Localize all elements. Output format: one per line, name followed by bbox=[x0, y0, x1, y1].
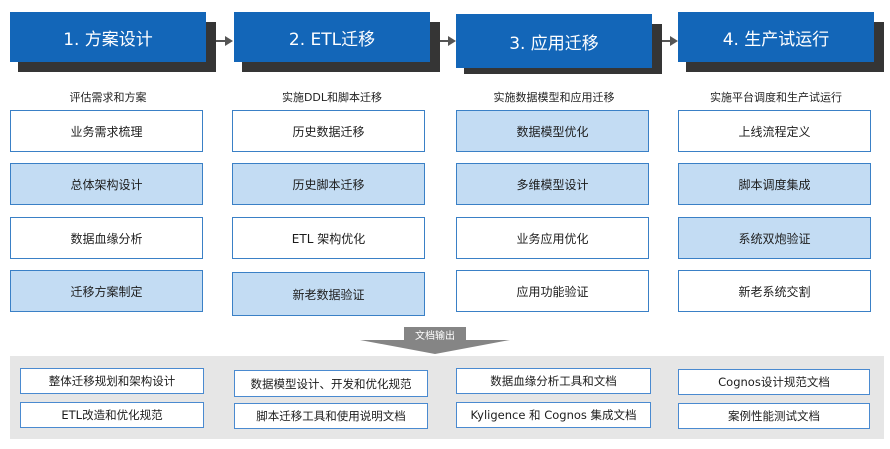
task-label: 多维模型设计 bbox=[516, 177, 589, 192]
output-doc-label: Kyligence 和 Cognos 集成文档 bbox=[470, 408, 637, 422]
task-box: 业务需求梳理 bbox=[10, 110, 203, 152]
task-box: 历史数据迁移 bbox=[232, 110, 425, 152]
output-doc-label: 数据血缘分析工具和文档 bbox=[490, 374, 617, 388]
phase-2-subtitle: 实施DDL和脚本迁移 bbox=[281, 91, 383, 104]
phase-3-subtitle: 实施数据模型和应用迁移 bbox=[493, 91, 615, 104]
task-box: 应用功能验证 bbox=[456, 270, 649, 312]
phase-3-title: 3. 应用迁移 bbox=[509, 33, 599, 54]
arrow-1-2-line bbox=[216, 40, 225, 42]
task-label: 新老数据验证 bbox=[292, 287, 365, 302]
output-label-text: 文档输出 bbox=[415, 331, 455, 342]
task-label: 新老系统交割 bbox=[738, 284, 811, 299]
phase-3-header: 3. 应用迁移 bbox=[456, 14, 652, 68]
output-down-arrow-shape bbox=[360, 340, 510, 354]
task-label: 数据血缘分析 bbox=[70, 231, 143, 246]
arrow-3-4-line bbox=[662, 40, 670, 42]
task-label: 数据模型优化 bbox=[516, 124, 589, 139]
task-box: 业务应用优化 bbox=[456, 217, 649, 259]
task-box: 多维模型设计 bbox=[456, 163, 649, 205]
phase-4-title: 4. 生产试运行 bbox=[722, 29, 830, 50]
output-doc: 整体迁移规划和架构设计 bbox=[20, 368, 204, 394]
phase-4-subtitle: 实施平台调度和生产试运行 bbox=[710, 91, 842, 104]
task-box: 数据血缘分析 bbox=[10, 217, 203, 259]
arrow-2-3-line bbox=[440, 40, 448, 42]
task-box: 新老数据验证 bbox=[232, 272, 425, 316]
task-label: 系统双炮验证 bbox=[738, 231, 811, 246]
phase-4-header: 4. 生产试运行 bbox=[678, 12, 874, 62]
task-label: 历史脚本迁移 bbox=[292, 177, 365, 192]
output-doc: ETL改造和优化规范 bbox=[20, 402, 204, 428]
task-box: 脚本调度集成 bbox=[678, 163, 871, 205]
task-box: 历史脚本迁移 bbox=[232, 163, 425, 205]
output-doc-label: 案例性能测试文档 bbox=[728, 409, 820, 423]
task-box: 迁移方案制定 bbox=[10, 270, 203, 312]
output-doc: 脚本迁移工具和使用说明文档 bbox=[234, 403, 428, 429]
task-label: 业务应用优化 bbox=[516, 231, 589, 246]
output-doc: 案例性能测试文档 bbox=[678, 403, 870, 429]
phase-1-header: 1. 方案设计 bbox=[10, 12, 206, 62]
output-doc-label: 数据模型设计、开发和优化规范 bbox=[250, 376, 412, 391]
output-down-arrow bbox=[360, 340, 510, 354]
output-doc-label: Cognos设计规范文档 bbox=[718, 375, 830, 389]
task-label: 业务需求梳理 bbox=[70, 124, 143, 139]
task-box: 新老系统交割 bbox=[678, 270, 871, 312]
arrow-1-2-head bbox=[225, 36, 233, 46]
task-label: ETL 架构优化 bbox=[291, 231, 366, 246]
task-label: 总体架构设计 bbox=[70, 177, 143, 192]
phase-1-subtitle: 评估需求和方案 bbox=[69, 91, 147, 104]
output-doc: 数据模型设计、开发和优化规范 bbox=[234, 370, 428, 397]
output-doc-label: 脚本迁移工具和使用说明文档 bbox=[256, 409, 406, 423]
arrow-3-4-head bbox=[670, 36, 678, 46]
task-label: 迁移方案制定 bbox=[70, 284, 143, 299]
task-box: ETL 架构优化 bbox=[232, 217, 425, 259]
task-box: 系统双炮验证 bbox=[678, 217, 871, 259]
output-doc: Kyligence 和 Cognos 集成文档 bbox=[456, 402, 651, 428]
phase-2-header: 2. ETL迁移 bbox=[234, 12, 430, 62]
phase-2-title: 2. ETL迁移 bbox=[288, 29, 376, 50]
task-label: 脚本调度集成 bbox=[738, 177, 811, 192]
task-label: 应用功能验证 bbox=[516, 284, 589, 299]
output-doc-label: ETL改造和优化规范 bbox=[61, 408, 163, 422]
arrow-2-3-head bbox=[448, 36, 456, 46]
output-doc: 数据血缘分析工具和文档 bbox=[456, 368, 651, 394]
task-label: 上线流程定义 bbox=[738, 124, 811, 139]
task-box: 数据模型优化 bbox=[456, 110, 649, 152]
phase-1-title: 1. 方案设计 bbox=[63, 29, 153, 50]
task-label: 历史数据迁移 bbox=[292, 124, 365, 139]
task-box: 总体架构设计 bbox=[10, 163, 203, 205]
task-box: 上线流程定义 bbox=[678, 110, 871, 152]
output-doc-label: 整体迁移规划和架构设计 bbox=[48, 374, 176, 388]
output-doc: Cognos设计规范文档 bbox=[678, 369, 870, 395]
output-label: 文档输出 bbox=[404, 327, 466, 342]
